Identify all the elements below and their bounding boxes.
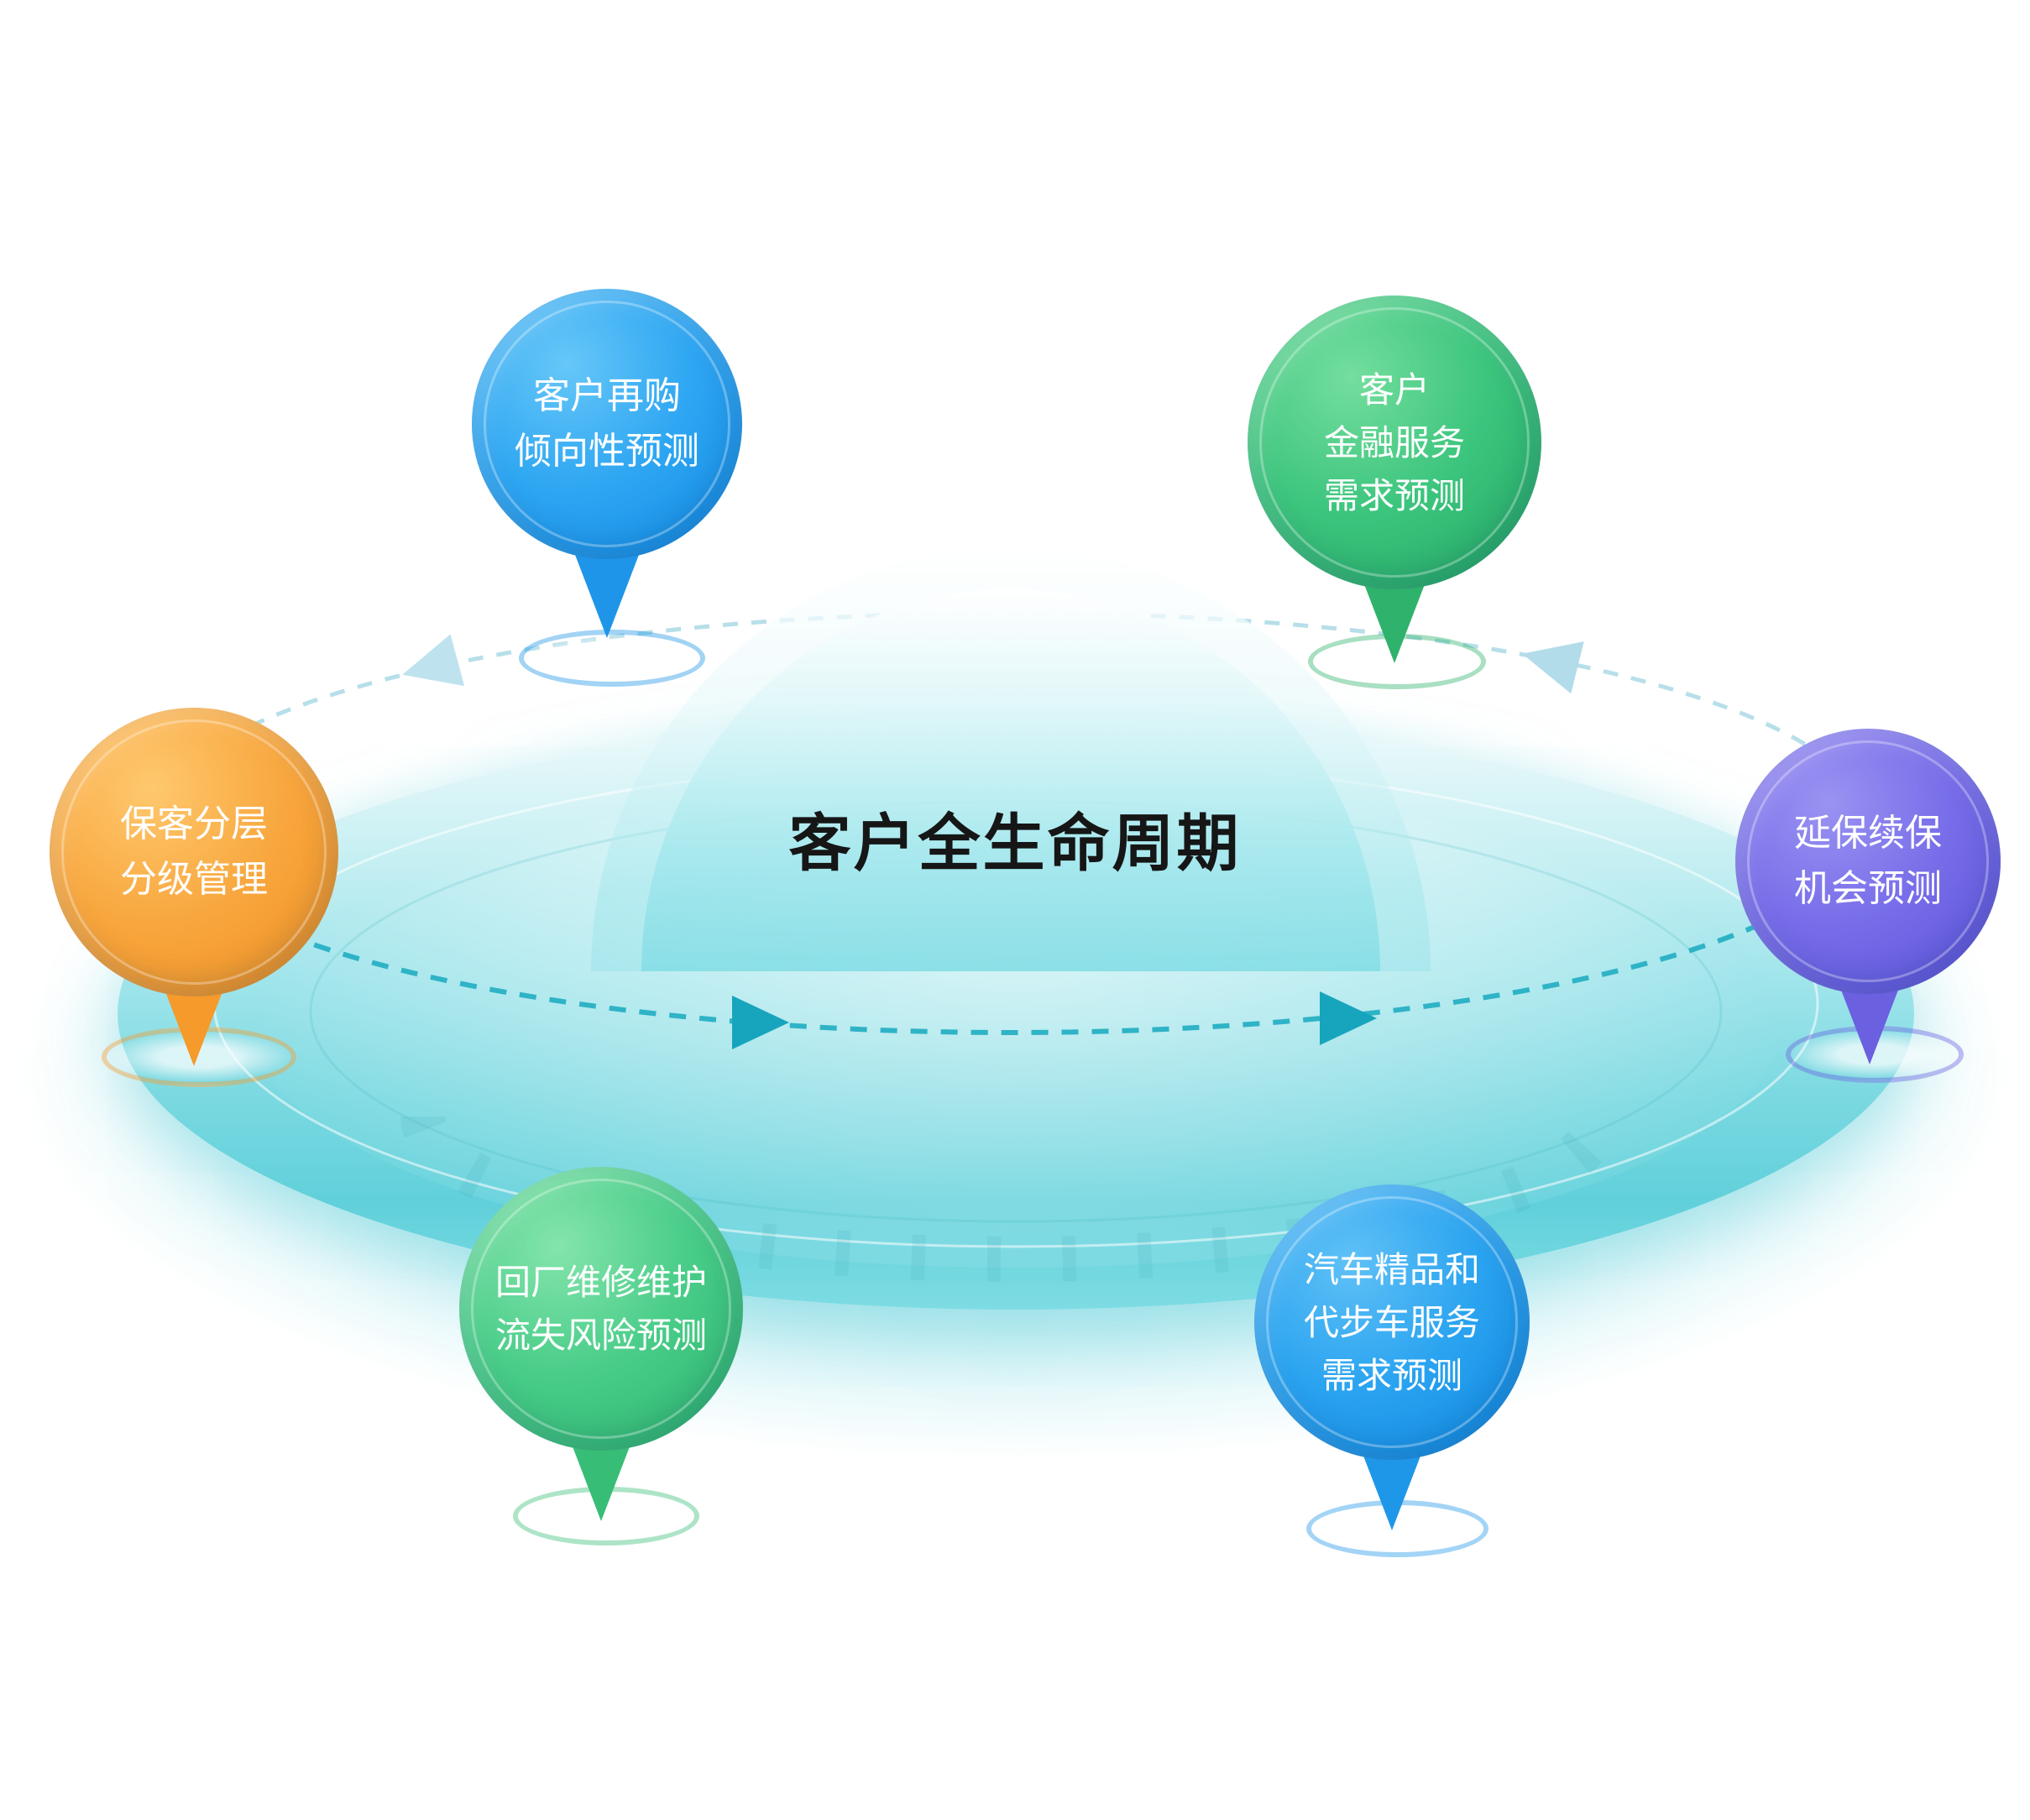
balloon-label: 客户再购 倾向性预测 [515,369,699,479]
arrow-left-icon [1522,641,1584,694]
label-line: 金融服务 [1323,422,1465,463]
balloon-accessory-courtesy-demand: 汽车精品和 代步车服务 需求预测 [1254,1185,1530,1460]
label-line: 分级管理 [120,859,268,900]
balloon-finance-service-demand: 客户 金融服务 需求预测 [1248,295,1541,589]
balloon-label: 客户 金融服务 需求预测 [1324,363,1465,522]
arrow-right-icon [732,996,789,1049]
label-line: 代步车服务 [1303,1302,1480,1342]
label-line: 客户 [1358,369,1430,410]
label-line: 倾向性预测 [515,431,699,472]
label-line: 汽车精品和 [1303,1249,1480,1289]
balloon-label: 延保续保 机会预测 [1794,806,1942,917]
label-line: 延保续保 [1794,813,1942,854]
label-line: 需求预测 [1321,1355,1462,1395]
label-line: 需求预测 [1323,475,1465,515]
label-line: 流失风险预测 [494,1315,707,1355]
arrow-left-icon [402,634,465,687]
balloon-warranty-renewal-chance: 延保续保 机会预测 [1735,729,2001,994]
balloon-label: 回厂维修维护 流失风险预测 [495,1256,707,1362]
label-line: 保客分层 [120,803,268,845]
diagram-title: 客户全生命周期 [788,808,1242,878]
arrow-right-icon [1320,991,1377,1045]
label-line: 回厂维修维护 [494,1263,707,1302]
label-line: 机会预测 [1794,868,1942,909]
balloon-label: 保客分层 分级管理 [120,797,268,907]
balloon-repurchase-propensity: 客户再购 倾向性预测 [472,289,742,559]
balloon-repair-churn-risk: 回厂维修维护 流失风险预测 [459,1167,743,1451]
label-line: 客户再购 [533,375,681,416]
balloon-label: 汽车精品和 代步车服务 需求预测 [1304,1243,1480,1402]
balloon-customer-tier-management: 保客分层 分级管理 [50,708,338,996]
